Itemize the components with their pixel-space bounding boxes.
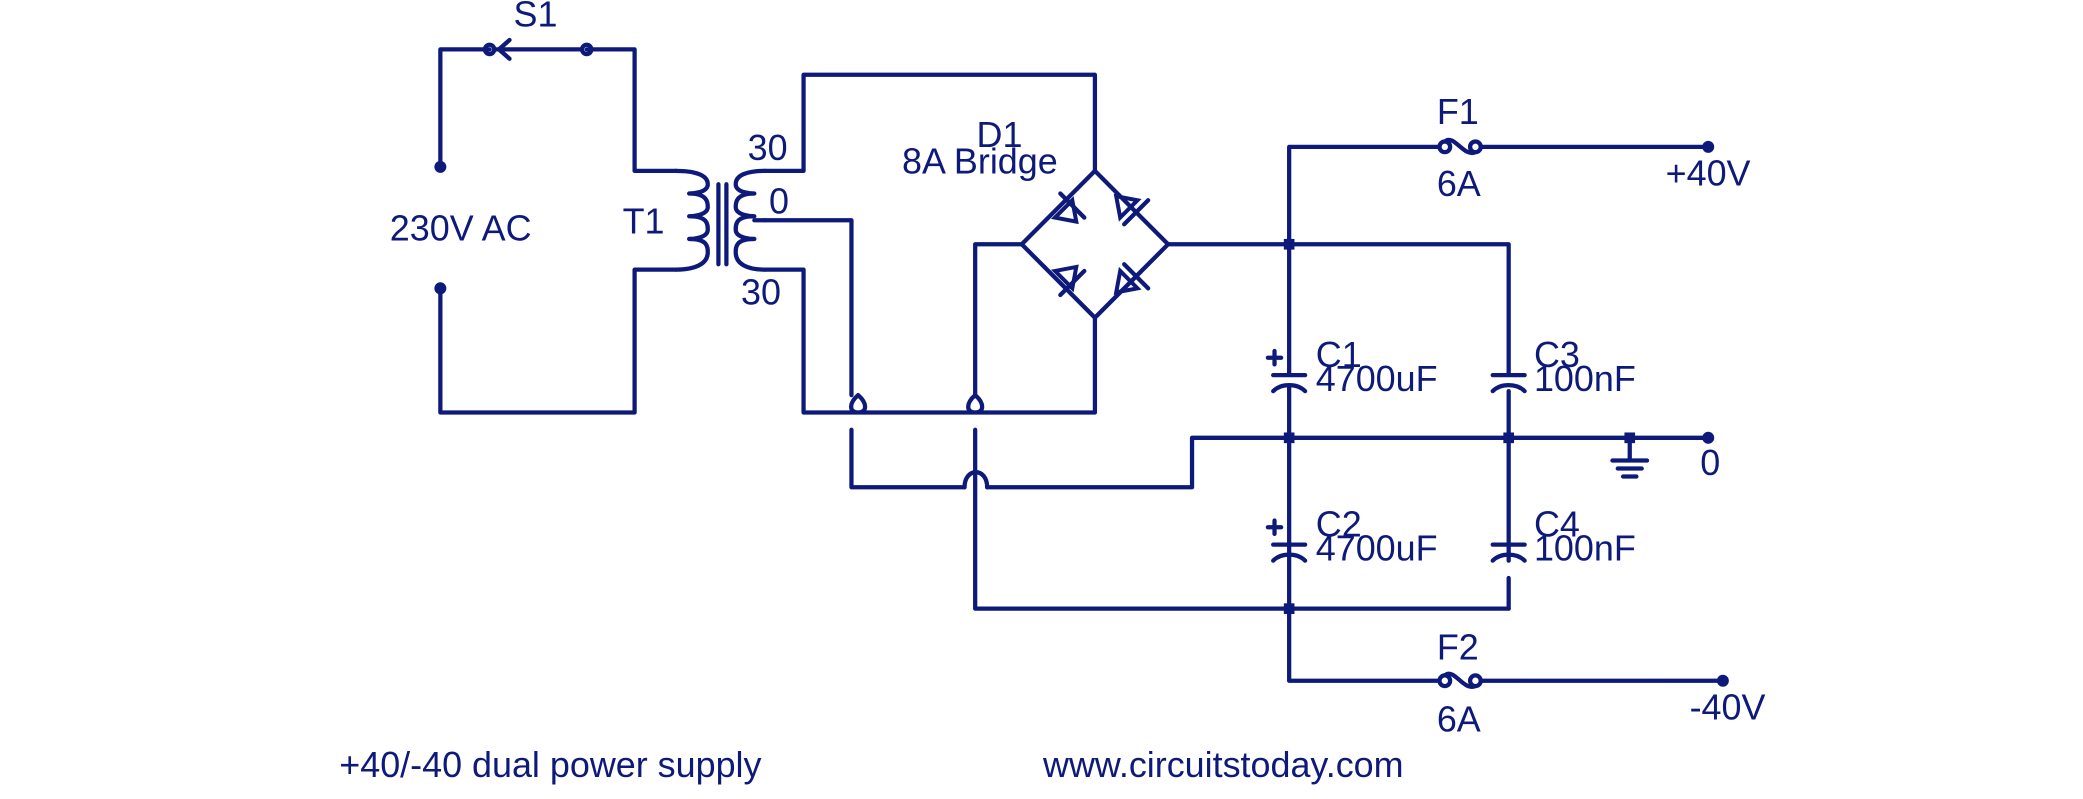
bridge-rectifier-d1 xyxy=(1019,168,1171,320)
cap2-value-label: 4700uF xyxy=(1316,528,1438,569)
cap4-ref-label: C4 xyxy=(1534,504,1580,545)
website-credit: www.circuitstoday.com xyxy=(1042,744,1404,785)
cap1-ref-label: C1 xyxy=(1316,334,1362,375)
positive-output-label: +40V xyxy=(1666,152,1751,193)
diagram-title: +40/-40 dual power supply xyxy=(339,744,761,785)
fuse2-value-label: 6A xyxy=(1437,698,1481,739)
cap1-value-label: 4700uF xyxy=(1316,358,1438,399)
capacitor-c1 xyxy=(1265,242,1308,611)
ac-input-wiring xyxy=(434,47,678,415)
fuse1-value-label: 6A xyxy=(1437,163,1481,204)
negative-output-rail xyxy=(1287,606,1729,687)
secondary-wiring xyxy=(762,72,1711,611)
fuse1-ref-label: F1 xyxy=(1437,91,1479,132)
capacitor-c2 xyxy=(1265,518,1308,563)
ground-icon xyxy=(1610,435,1650,479)
switch-s1 xyxy=(482,37,594,61)
negative-output-label: -40V xyxy=(1690,686,1766,727)
tap-top-label: 30 xyxy=(748,127,788,168)
positive-output-rail xyxy=(1287,140,1715,247)
tap-bottom-label: 30 xyxy=(741,271,781,312)
cap3-value-label: 100nF xyxy=(1534,358,1636,399)
source-label: 230V AC xyxy=(390,207,532,248)
ground-output-label: 0 xyxy=(1700,442,1720,483)
cap2-ref-label: C2 xyxy=(1316,504,1362,545)
cap3-ref-label: C3 xyxy=(1534,334,1580,375)
fuse2-ref-label: F2 xyxy=(1437,626,1479,667)
fuse-f2 xyxy=(1437,671,1483,689)
capacitor-c4 xyxy=(1490,542,1527,563)
bridge-ref-label: D1 xyxy=(977,114,1023,155)
cap4-value-label: 100nF xyxy=(1534,528,1636,569)
bridge-value-label: 8A Bridge xyxy=(902,140,1058,181)
tap-center-label: 0 xyxy=(769,181,789,222)
fuse-f1 xyxy=(1437,137,1483,156)
transformer-t1 xyxy=(673,168,768,272)
transformer-label: T1 xyxy=(623,201,665,242)
switch-label: S1 xyxy=(514,0,558,35)
capacitor-c3 xyxy=(1490,372,1527,394)
